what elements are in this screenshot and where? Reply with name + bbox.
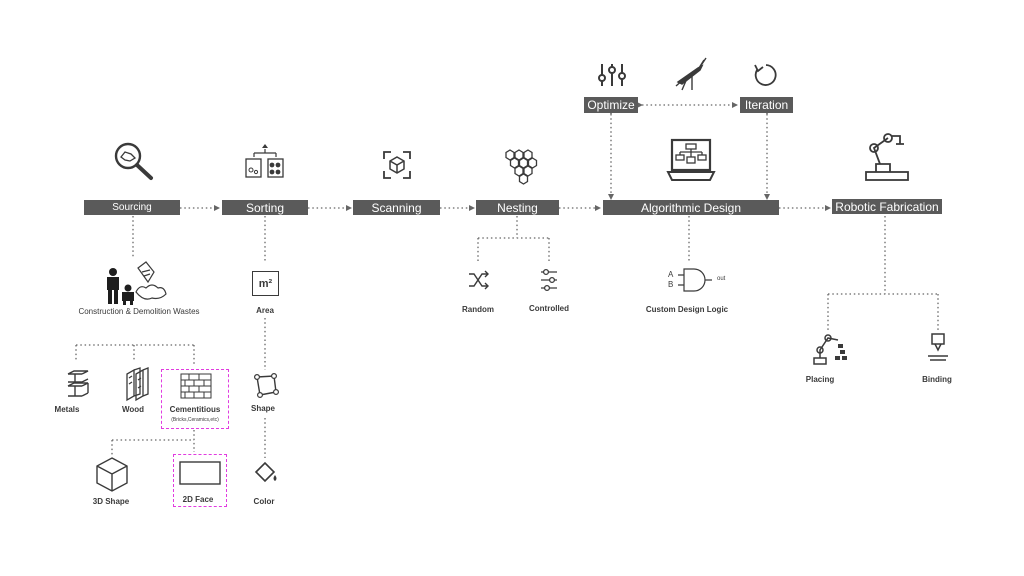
label-cementitious-note: (Bricks,Ceramics,etc) (171, 417, 219, 423)
stage-algorithmic-design: Algorithmic Design (603, 200, 779, 215)
stage-sorting: Sorting (222, 200, 308, 215)
robot-arm-icon (865, 133, 909, 181)
sliders-icon (598, 64, 626, 86)
stage-nesting: Nesting (476, 200, 559, 215)
sorting-icon (245, 144, 284, 178)
and-gate-icon (678, 268, 712, 292)
placing-robot-icon (813, 334, 847, 365)
demolition-workers-icon (107, 261, 167, 305)
gate-output: out (717, 276, 726, 282)
stage-optimize: Optimize (584, 97, 638, 113)
stage-sourcing: Sourcing (84, 200, 180, 215)
scan-cube-icon (383, 151, 411, 179)
stage-robotic-fabrication: Robotic Fabrication (832, 199, 942, 214)
cube-icon (96, 457, 128, 492)
binding-nozzle-icon (928, 333, 948, 361)
brick-wall-icon (180, 373, 212, 399)
laptop-flowchart-icon (666, 138, 716, 181)
honeycomb-icon (505, 149, 538, 185)
iteration-loop-icon (754, 64, 777, 86)
magnifier-icon (114, 142, 153, 180)
label-custom-design-logic: Custom Design Logic (645, 305, 729, 314)
stage-scanning: Scanning (353, 200, 440, 215)
grasshopper-icon (675, 57, 707, 91)
rectangle-face-icon (179, 461, 221, 485)
2d-face-highlight (173, 454, 227, 507)
label-3d-shape: 3D Shape (92, 497, 130, 506)
label-binding: Binding (922, 375, 952, 384)
wood-planks-icon (126, 367, 149, 402)
label-wood: Wood (121, 405, 145, 414)
label-2d-face: 2D Face (182, 495, 214, 504)
polygon-shape-icon (253, 372, 280, 398)
paint-bucket-icon (254, 461, 277, 483)
cementitious-highlight (161, 369, 229, 429)
label-color: Color (253, 497, 275, 506)
label-placing: Placing (805, 375, 835, 384)
gate-input-b: B (668, 280, 674, 289)
label-metals: Metals (54, 405, 80, 414)
shuffle-icon (469, 270, 489, 290)
stage-iteration: Iteration (740, 97, 793, 113)
label-area: Area (256, 306, 274, 315)
controlled-sliders-icon (541, 268, 557, 292)
gate-input-a: A (668, 270, 674, 279)
label-cementitious: Cementitious (169, 405, 221, 414)
label-shape: Shape (250, 404, 276, 413)
label-random: Random (462, 305, 494, 314)
label-construction-demolition: Construction & Demolition Wastes (78, 307, 200, 316)
metal-beam-icon (67, 370, 89, 397)
area-icon: m² (252, 271, 279, 296)
label-controlled: Controlled (529, 304, 569, 313)
